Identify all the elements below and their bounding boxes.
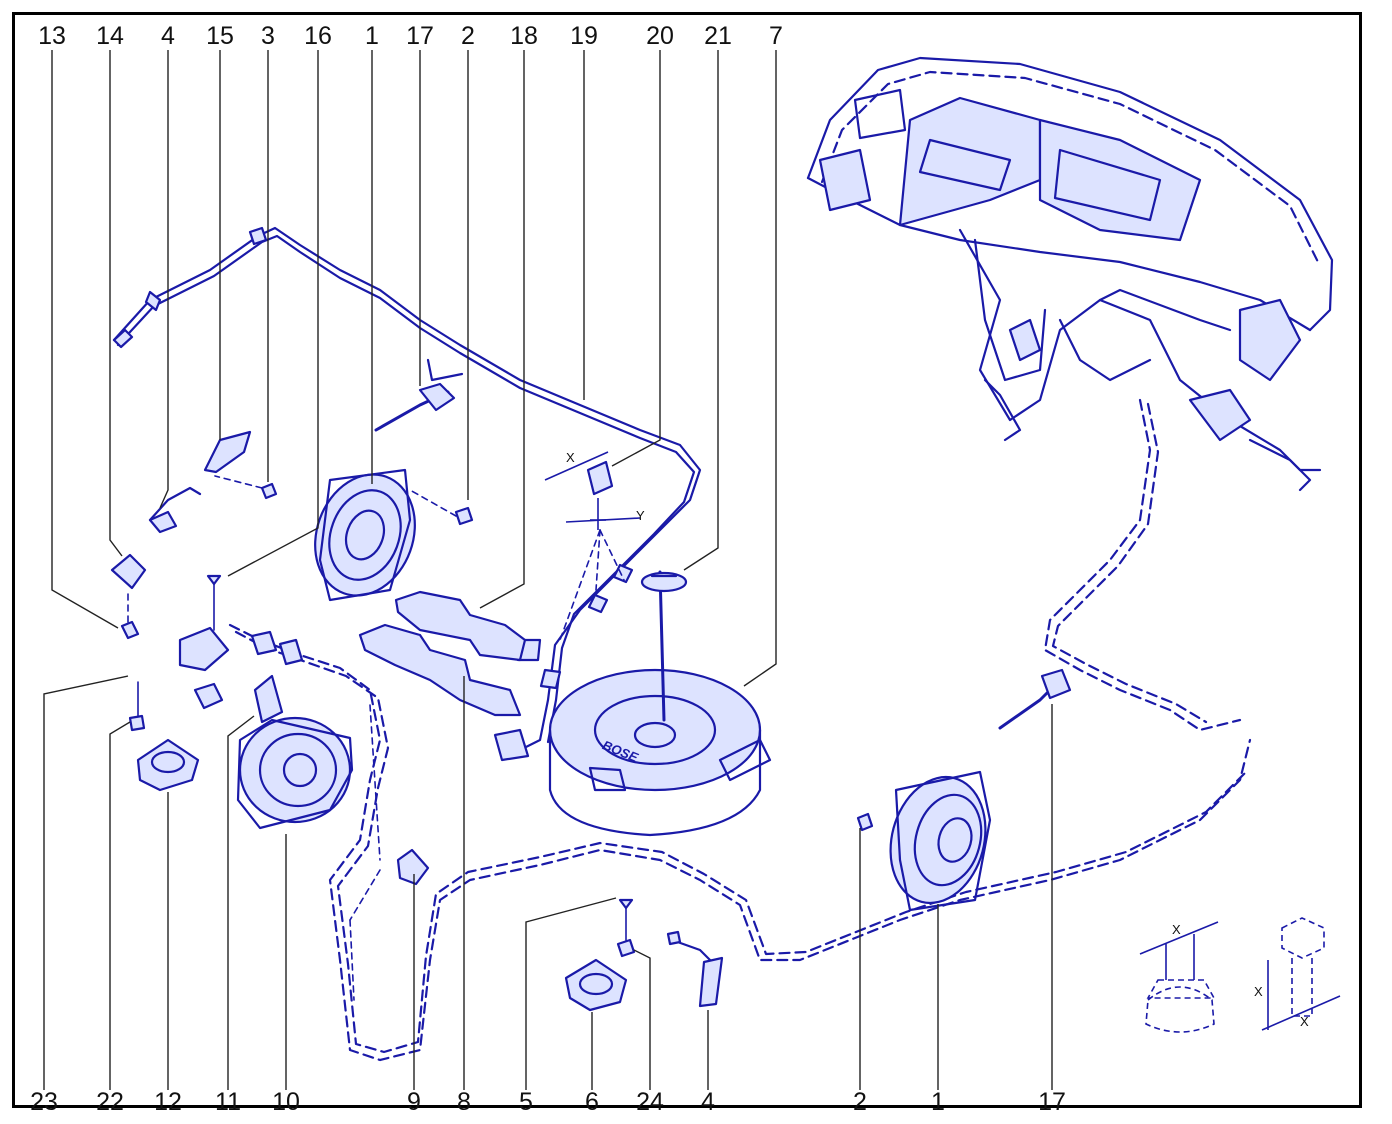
- clip-dimension-y-label: Y: [636, 508, 645, 523]
- nut-dimension-detail: [1139, 921, 1219, 1033]
- top-callout-2: 14: [96, 22, 124, 50]
- speaker-10: [236, 674, 354, 830]
- bottom-callout-3: 12: [154, 1088, 182, 1116]
- leader-lines: [43, 50, 1053, 1090]
- part-15-bracket: [110, 430, 278, 640]
- top-callout-5: 3: [261, 22, 275, 50]
- bottom-callout-10: 24: [636, 1088, 664, 1116]
- bottom-callout-11: 4: [701, 1088, 715, 1116]
- top-callout-3: 4: [161, 22, 175, 50]
- bottom-callout-5: 10: [272, 1088, 300, 1116]
- top-callout-6: 16: [304, 22, 332, 50]
- clip-9: [396, 848, 430, 886]
- bolt-dimension-detail: [1261, 917, 1341, 1031]
- speaker-1-right: [856, 770, 992, 912]
- bolt-dimension-x2-label: X: [1300, 1014, 1309, 1029]
- bottom-callout-9: 6: [585, 1088, 599, 1116]
- bottom-callout-12: 2: [853, 1088, 867, 1116]
- top-callout-14: 7: [769, 22, 783, 50]
- tweeter-6: [564, 898, 636, 1012]
- foam-pad-8: [358, 623, 522, 717]
- top-callout-13: 21: [704, 22, 732, 50]
- bottom-callout-4: 11: [215, 1088, 241, 1116]
- nut-dimension-x-label: X: [1172, 922, 1181, 937]
- dashboard-drawing: [806, 56, 1334, 492]
- bottom-callout-13: 1: [931, 1088, 945, 1116]
- top-callout-8: 17: [406, 22, 434, 50]
- bottom-callout-6: 9: [407, 1088, 421, 1116]
- top-callout-12: 20: [646, 22, 674, 50]
- part-4-bottom: [666, 930, 724, 1008]
- assembly-arrows: [127, 475, 625, 1001]
- top-callout-7: 1: [365, 22, 379, 50]
- top-callout-10: 18: [510, 22, 538, 50]
- speaker-1-front-left: [314, 468, 474, 602]
- cable-17-top: [374, 358, 464, 432]
- top-callout-4: 15: [206, 22, 234, 50]
- top-callout-1: 13: [38, 22, 66, 50]
- top-callout-9: 2: [461, 22, 475, 50]
- tweeter-12: [128, 681, 200, 792]
- bottom-callout-2: 22: [96, 1088, 124, 1116]
- top-callout-11: 19: [570, 22, 598, 50]
- clip-20: [586, 460, 614, 496]
- clip-dimension-detail: [544, 451, 641, 530]
- subwoofer-7: [548, 570, 772, 837]
- harness-right: [1043, 398, 1242, 732]
- bolt-dimension-x1-label: X: [1254, 984, 1263, 999]
- bottom-callout-7: 8: [457, 1088, 471, 1116]
- bottom-callout-1: 23: [30, 1088, 58, 1116]
- antenna-17-right: [998, 668, 1072, 730]
- foam-pad-18: [394, 590, 527, 662]
- bottom-callout-8: 5: [519, 1088, 533, 1116]
- clip-dimension-x-label: X: [566, 450, 575, 465]
- bottom-callout-14: 17: [1038, 1088, 1066, 1116]
